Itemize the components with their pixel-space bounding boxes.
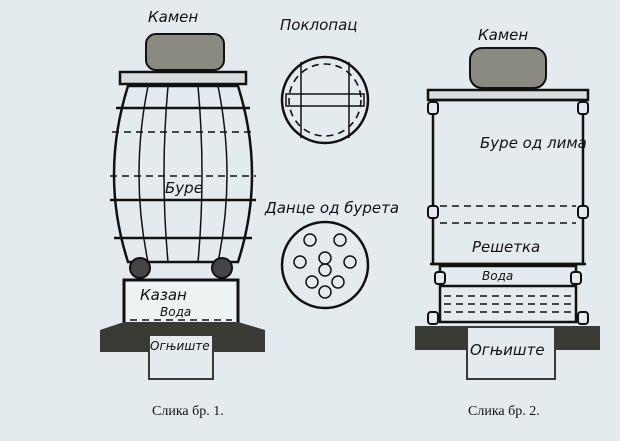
fig1-stone: [145, 33, 225, 71]
fig1-water-label: Вода: [160, 305, 191, 319]
barrel-bottom-detail: Данце од бурета: [264, 199, 399, 310]
lid-label: Поклопац: [280, 16, 358, 34]
fig2-grate-label: Решетка: [472, 238, 540, 256]
fig1-lid-plank: [118, 70, 248, 86]
fig1-hearth: [150, 336, 212, 378]
clamp-bolt: [577, 101, 589, 115]
fig2-water-vessel: [438, 264, 578, 324]
hole: [303, 233, 317, 247]
clamp-bolt: [427, 205, 439, 219]
clamp-bolt: [434, 271, 446, 285]
hole: [331, 275, 345, 289]
barrel-bottom-label: Данце од бурета: [264, 199, 399, 217]
fig1-support-ball-left: [129, 257, 151, 279]
lid-detail: Поклопац: [280, 16, 370, 145]
fig2-tin-barrel-label: Буре од лима: [480, 134, 587, 152]
fig1-boiler: [122, 278, 240, 328]
clamp-bolt: [577, 205, 589, 219]
figure-2: Камен Буре од лима Решетка Вода Огњиште …: [415, 26, 600, 419]
fig1-barrel-label: Буре: [165, 179, 203, 197]
hole: [293, 255, 307, 269]
fig1-barrel: [110, 84, 256, 264]
fig2-clamps: [427, 101, 589, 325]
figure-1: Камен Буре Казан Вода Огњиште Слика бр. …: [100, 8, 265, 419]
fig2-caption: Слика бр. 2.: [468, 404, 540, 419]
fig2-lid-plank: [426, 88, 590, 102]
fig2-stone: [469, 47, 547, 89]
clamp-bolt: [577, 311, 589, 325]
hole: [318, 251, 332, 265]
fig2-stone-label: Камен: [478, 26, 528, 44]
hole: [343, 255, 357, 269]
hole: [318, 285, 332, 299]
fig1-support-ball-right: [211, 257, 233, 279]
fig2-hearth: [468, 328, 554, 378]
fig2-hearth-label: Огњиште: [470, 341, 545, 359]
fig1-caption: Слика бр. 1.: [152, 404, 224, 419]
fig2-water-label: Вода: [482, 269, 513, 283]
hole: [305, 275, 319, 289]
fig1-hearth-label: Огњиште: [150, 339, 210, 353]
fig1-stone-label: Камен: [148, 8, 198, 26]
hole: [333, 233, 347, 247]
barrel-bottom-holes: [293, 233, 357, 299]
clamp-bolt: [427, 311, 439, 325]
hole: [318, 263, 332, 277]
clamp-bolt: [570, 271, 582, 285]
fig1-boiler-label: Казан: [140, 286, 187, 304]
clamp-bolt: [427, 101, 439, 115]
